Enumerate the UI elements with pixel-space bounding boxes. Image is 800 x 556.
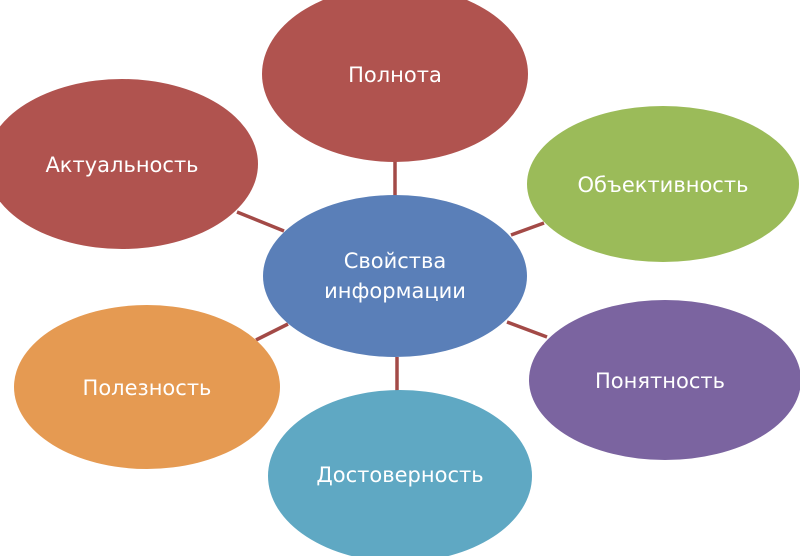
connector-aktualnost xyxy=(236,210,285,233)
node-ellipse xyxy=(14,305,280,469)
connector-obektivnost xyxy=(510,221,545,237)
node-ponyatnost: Понятность xyxy=(529,300,800,460)
node-aktualnost: Актуальность xyxy=(0,79,258,249)
node-label: Актуальность xyxy=(45,153,198,177)
node-label: Достоверность xyxy=(316,463,483,487)
node-label: Полезность xyxy=(83,376,212,400)
node-polnota: Полнота xyxy=(262,0,528,162)
center-node: Свойства информации xyxy=(263,195,527,357)
node-ellipse xyxy=(262,0,528,162)
center-ellipse xyxy=(263,195,527,357)
connector-poleznost xyxy=(255,322,289,342)
node-ellipse xyxy=(529,300,800,460)
node-ellipse xyxy=(527,106,799,262)
node-ellipse xyxy=(268,390,532,556)
node-label: Полнота xyxy=(348,63,442,87)
node-poleznost: Полезность xyxy=(14,305,280,469)
node-obektivnost: Объективность xyxy=(527,106,799,262)
node-ellipse xyxy=(0,79,258,249)
center-label-line2: информации xyxy=(324,279,466,303)
node-dostovernost: Достоверность xyxy=(268,390,532,556)
node-label: Понятность xyxy=(595,369,725,393)
connectors xyxy=(236,160,548,393)
connector-ponyatnost xyxy=(506,320,548,339)
center-label-line1: Свойства xyxy=(344,249,447,273)
node-label: Объективность xyxy=(578,173,749,197)
